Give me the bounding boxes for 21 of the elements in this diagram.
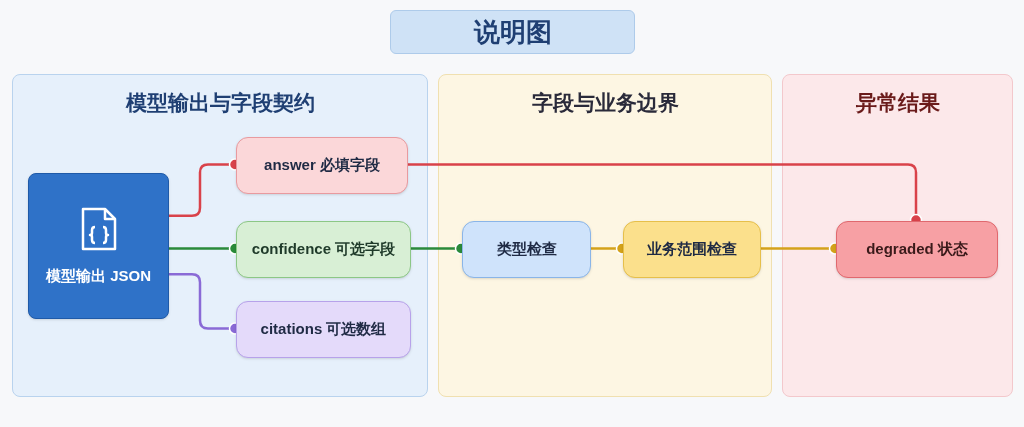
process-box <box>462 221 591 278</box>
node-label: 类型检查 <box>496 239 557 260</box>
process-box <box>836 221 998 278</box>
process-box <box>236 137 408 194</box>
node-label: degraded 状态 <box>866 239 968 260</box>
process-box <box>623 221 761 278</box>
source-box <box>28 173 169 319</box>
node-label: confidence 可选字段 <box>251 239 396 260</box>
panel-heading: 模型输出与字段契约 <box>124 90 316 116</box>
node-label: 业务范围检查 <box>647 239 737 260</box>
panel-heading: 字段与业务边界 <box>530 90 680 116</box>
title: 说明图 <box>473 15 552 49</box>
process-box <box>236 301 411 358</box>
node-label: 模型输出 JSON <box>46 265 151 286</box>
process-box <box>236 221 411 278</box>
group-panel <box>438 74 772 397</box>
group-panel <box>12 74 428 397</box>
panel-heading: 异常结果 <box>854 90 941 116</box>
group-panel <box>782 74 1013 397</box>
node-label: citations 可选数组 <box>260 319 387 340</box>
node-label: answer 必填字段 <box>264 155 380 176</box>
